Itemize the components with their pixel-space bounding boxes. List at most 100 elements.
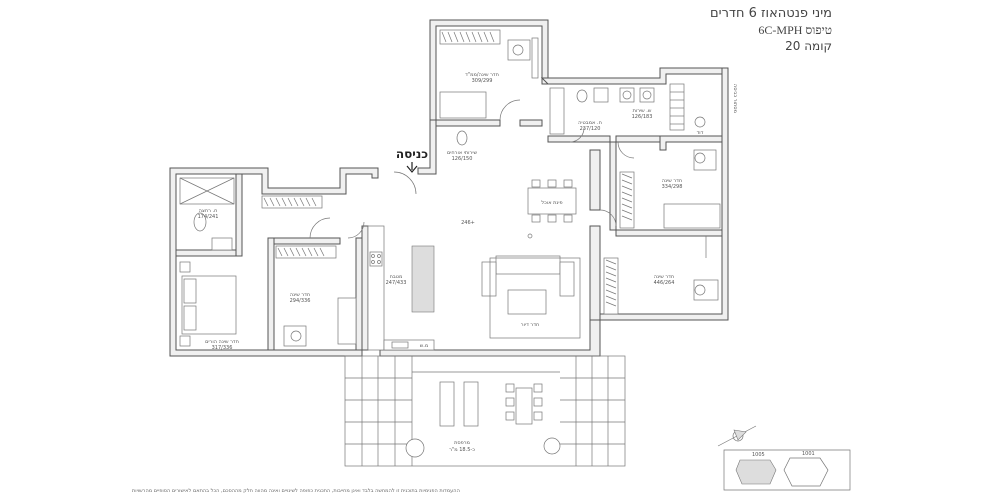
balcony-dims: כ-18.5 מ"ר (449, 447, 475, 453)
bedroom-r1-label: חדר שינה (662, 178, 682, 184)
wall-top-room-bottom-2 (519, 119, 543, 127)
door-swing (309, 217, 331, 239)
duct-label: דוד (697, 130, 704, 136)
building-1001 (783, 457, 829, 487)
wall-kitchen-left (361, 225, 369, 351)
light-icon (527, 233, 533, 239)
plan-title: מיני פנטהאוז 6 חדרים (710, 6, 832, 21)
toilet-icon (193, 212, 207, 232)
kitchen-island (411, 245, 435, 313)
building-1005 (735, 459, 777, 485)
balcony: מרפסת כ-18.5 מ"ר (344, 355, 626, 467)
wall-center-stair-2 (589, 225, 601, 321)
toilet-icon (576, 89, 588, 103)
bedroom-mid: חדר שינה 294/336 (275, 245, 357, 347)
lounger (463, 381, 479, 427)
keymap-left-label: 1005 (752, 452, 765, 458)
bath-label: ח. אמבטיה (578, 120, 602, 126)
disclaimer-text: ההעמדות הפנימיות בתוכנית זו להמחשה בלבד … (132, 488, 460, 494)
living-label: חדר דיור (521, 322, 539, 328)
wall-center-stair (589, 149, 601, 211)
kitchen: מטבח 247/433 מ.ש (367, 225, 435, 351)
bedroom-r1-dims: 334/298 (662, 184, 683, 190)
bedroom-mid-dims: 294/336 (290, 298, 311, 304)
plan-header: מיני פנטהאוז 6 חדרים טיפוס 6C-MPH קומה 2… (710, 6, 832, 54)
wall-mid-bed-top (273, 237, 341, 245)
sink-icon (211, 237, 233, 251)
water-heater-icon (694, 116, 706, 128)
wall-bath-side (235, 173, 243, 257)
bedroom-mid-label: חדר שינה (290, 292, 310, 298)
door-swing (599, 209, 617, 227)
entrance-label: כניסה (396, 147, 428, 161)
balcony-label: מרפסת (454, 440, 470, 446)
service-dims: 126/183 (632, 114, 653, 120)
armchair (481, 261, 497, 297)
ac-label: מ.ש (420, 343, 429, 349)
wall-master-right (267, 237, 275, 351)
master-bedroom: חדר שינה הורים 317/336 (179, 261, 239, 351)
service-label: ש. שירות (633, 108, 652, 114)
double-bed (439, 91, 487, 119)
entrance: כניסה (393, 147, 428, 195)
kitchen-label: מטבח (390, 274, 403, 280)
wall-bath-master (175, 249, 237, 257)
plan-type: טיפוס 6C-MPH (758, 23, 832, 37)
wall-top-room-bottom (435, 119, 501, 127)
laundry-balcony: דוד מסתור כביסה (669, 83, 738, 136)
bathtub-icon (549, 87, 565, 135)
bedroom-right-1: חדר שינה 334/298 (619, 149, 721, 229)
north-arrow-icon (717, 425, 757, 447)
wall-mid-bed-right (355, 237, 363, 351)
sink-icon (593, 87, 609, 103)
bedroom-right-2: חדר שינה 446/264 (603, 236, 719, 315)
plant-icon (543, 437, 561, 455)
plan-floor: קומה 20 (785, 39, 832, 53)
parents-bath-dims: 174/241 (198, 214, 219, 220)
sofa (495, 255, 561, 275)
master-bedroom-label: חדר שינה הורים (205, 339, 239, 345)
outer-wall-service (540, 67, 723, 85)
washer-icon (619, 87, 635, 103)
coffee-table (507, 289, 547, 315)
laundry-screen-label: מסתור כביסה (732, 84, 738, 113)
master-bedroom-dims: 317/336 (212, 345, 233, 351)
single-bed (337, 297, 357, 345)
bedroom-r2-label: חדר שינה (654, 274, 674, 280)
top-bedroom-dims: 309/299 (472, 78, 493, 84)
kitchen-dims: 247/433 (386, 280, 407, 286)
top-bedroom-label: חדר שינה/ממ"ד (465, 72, 499, 78)
wall-service-bottom (615, 135, 661, 143)
lounger (439, 381, 455, 427)
bathroom: ח. אמבטיה 237/120 (549, 87, 609, 135)
plant-icon (405, 438, 425, 458)
guest-toilet-label: שירותי אורחים (447, 150, 478, 156)
wall-right-upper (659, 135, 723, 151)
parents-bath: ח. רחצה 174/241 (179, 177, 235, 251)
wall-right-between (615, 229, 723, 237)
door-swing (347, 221, 365, 239)
bedroom-r2-dims: 446/264 (654, 280, 675, 286)
door-swing (569, 127, 585, 143)
keymap-right-label: 1001 (802, 451, 815, 457)
guest-toilet-dims: 126/150 (452, 156, 473, 162)
living-dining: פינת אוכל 246+ חדר דיור (461, 179, 581, 339)
ceiling-note: 246+ (461, 220, 475, 226)
closet-corridor (261, 195, 323, 209)
dryer-icon (639, 87, 655, 103)
balcony-table (515, 387, 533, 425)
dining-table (527, 187, 577, 215)
armchair (559, 261, 575, 297)
bath-dims: 237/120 (580, 126, 601, 132)
rug (489, 257, 581, 339)
kitchen-sink-icon (391, 341, 409, 349)
toilet-icon (456, 130, 468, 146)
double-bed (663, 203, 721, 229)
stove-icon (369, 251, 383, 267)
dining-label: פינת אוכל (541, 200, 562, 206)
kitchen-counter (367, 225, 385, 351)
guest-toilet: שירותי אורחים 126/150 (447, 130, 478, 162)
parents-bath-label: ח. רחצה (199, 208, 218, 214)
door-swing (617, 141, 635, 159)
